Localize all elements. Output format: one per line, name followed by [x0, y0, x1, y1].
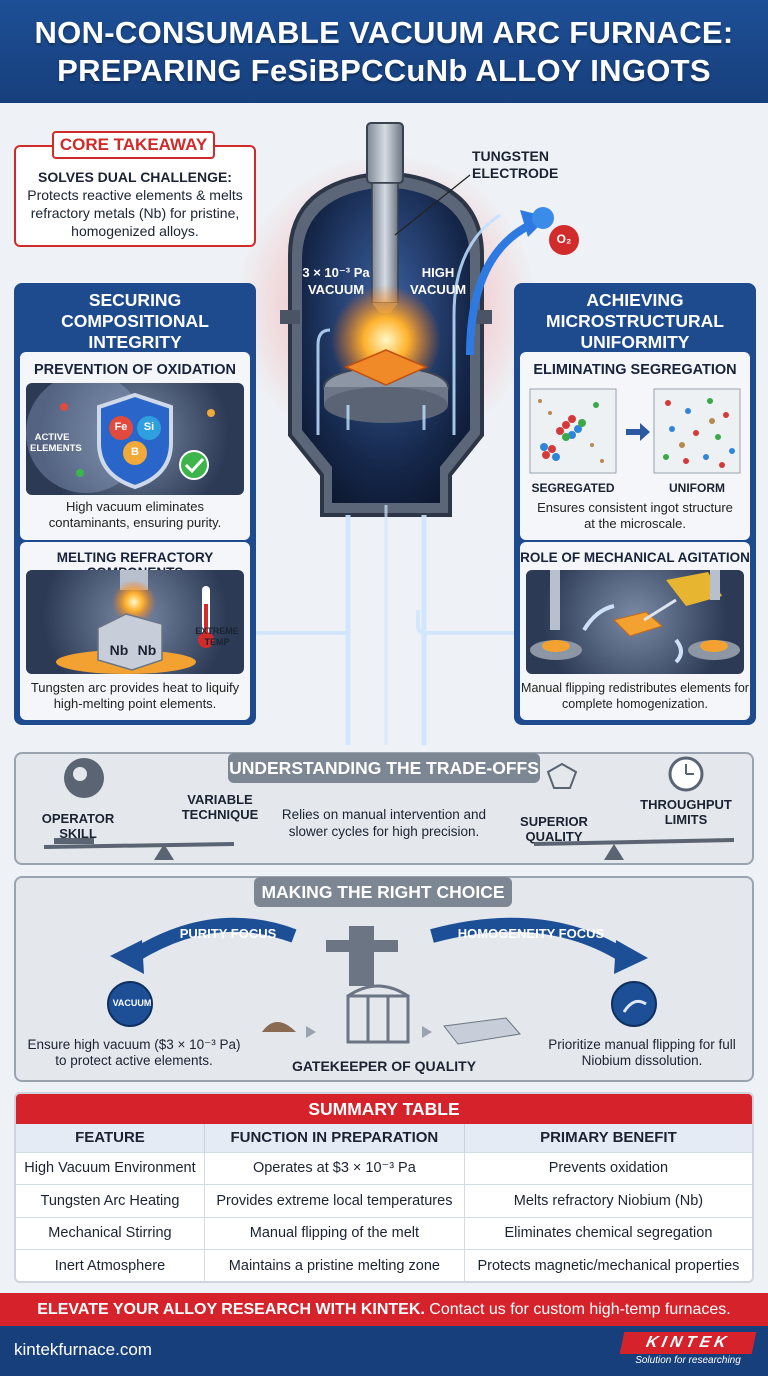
furnace-illustration: [236, 122, 579, 745]
logo-tagline: Solution for researching: [635, 1355, 741, 1366]
logo-wordmark: KINTEK: [619, 1332, 757, 1354]
table-cell: Inert Atmosphere: [16, 1249, 205, 1281]
summary-title: SUMMARY TABLE: [16, 1094, 752, 1124]
b-label: B: [131, 446, 139, 458]
fe-label: Fe: [114, 421, 128, 433]
table-row: High Vacuum Environment Operates at $3 ×…: [16, 1151, 752, 1185]
active-elements-label: ACTIVE ELEMENTS: [30, 432, 82, 454]
segregation-text: Ensures consistent ingot structure at th…: [537, 500, 733, 531]
extreme-line-1: EXTREME: [195, 626, 239, 636]
table-cell: Eliminates chemical segregation: [464, 1216, 752, 1250]
variable-line-2: TECHNIQUE: [181, 807, 259, 822]
electrode-label: TUNGSTEN ELECTRODE: [472, 148, 558, 182]
refractory-text: Tungsten arc provides heat to liquify hi…: [30, 680, 240, 711]
footer: kintekfurnace.com KINTEK Solution for re…: [0, 1326, 768, 1376]
operator-line-1: OPERATOR: [41, 811, 115, 826]
oxidation-illustration: [26, 383, 244, 495]
active-elements-line-2: ELEMENTS: [30, 443, 82, 454]
uniform-label: UNIFORM: [669, 481, 725, 495]
choice-tag: MAKING THE RIGHT CHOICE: [254, 877, 512, 907]
table-cell: Provides extreme local temperatures: [204, 1184, 465, 1217]
homogeneity-focus-label: HOMOGENEITY FOCUS: [457, 926, 605, 941]
cta-bold: ELEVATE YOUR ALLOY RESEARCH WITH KINTEK.: [37, 1301, 425, 1318]
trade-offs-text: Relies on manual intervention and slower…: [281, 807, 487, 839]
si-label: Si: [143, 421, 155, 433]
active-elements-line-1: ACTIVE: [34, 432, 70, 443]
page-title-line-2: PREPARING FeSiBPCCuNb ALLOY INGOTS: [57, 52, 711, 88]
table-cell: Mechanical Stirring: [16, 1216, 205, 1250]
core-takeaway-tag: CORE TAKEAWAY: [52, 131, 215, 159]
operator-skill-label: OPERATOR SKILL: [36, 811, 120, 841]
variable-line-1: VARIABLE: [187, 792, 253, 807]
electrode-label-line-1: TUNGSTEN: [472, 148, 549, 164]
choice-graphics: [107, 917, 657, 1045]
page-header: NON-CONSUMABLE VACUUM ARC FURNACE: PREPA…: [0, 0, 768, 103]
table-header-row: FEATURE FUNCTION IN PREPARATION PRIMARY …: [16, 1124, 752, 1152]
superior-line-1: SUPERIOR: [520, 814, 588, 829]
electrode-label-line-2: ELECTRODE: [472, 165, 559, 181]
summary-grid: FEATURE FUNCTION IN PREPARATION PRIMARY …: [16, 1124, 752, 1281]
core-heading: SOLVES DUAL CHALLENGE:: [38, 169, 232, 185]
throughput-limits-label: THROUGHPUT LIMITS: [636, 797, 736, 827]
segregation-title: ELIMINATING SEGREGATION: [533, 362, 737, 378]
summary-table: SUMMARY TABLE FEATURE FUNCTION IN PREPAR…: [14, 1092, 754, 1283]
pressure-unit-label: VACUUM: [307, 282, 365, 297]
nb-label-1: Nb: [109, 642, 129, 658]
table-cell: Prevents oxidation: [464, 1151, 752, 1185]
extreme-line-2: TEMP: [204, 637, 230, 647]
gatekeeper-label: GATEKEEPER OF QUALITY: [291, 1058, 477, 1074]
table-cell: Operates at $3 × 10⁻³ Pa: [204, 1151, 465, 1185]
superior-line-2: QUALITY: [525, 829, 583, 844]
trade-offs-tag: UNDERSTANDING THE TRADE-OFFS: [228, 753, 540, 783]
left-panel-title: SECURING COMPOSITIONAL INTEGRITY: [61, 290, 209, 352]
page-title-line-1: NON-CONSUMABLE VACUUM ARC FURNACE:: [34, 14, 734, 50]
choice-panel: [14, 876, 754, 1082]
table-cell: Tungsten Arc Heating: [16, 1184, 205, 1217]
throughput-line-1: THROUGHPUT: [640, 797, 732, 812]
operator-line-2: SKILL: [59, 826, 97, 841]
table-row: Tungsten Arc Heating Provides extreme lo…: [16, 1184, 752, 1217]
table-cell: Protects magnetic/mechanical properties: [464, 1249, 752, 1281]
o2-label: O₂: [556, 232, 572, 246]
high-vacuum-line-1: HIGH: [421, 265, 455, 280]
pressure-value: 3 × 10⁻³ Pa: [302, 265, 370, 280]
variable-technique-label: VARIABLE TECHNIQUE: [176, 792, 264, 822]
segregation-illustration: [529, 388, 741, 474]
cta-banner[interactable]: ELEVATE YOUR ALLOY RESEARCH WITH KINTEK.…: [0, 1293, 768, 1326]
agitation-illustration: [526, 570, 744, 674]
refractory-illustration: [26, 570, 244, 674]
website-link[interactable]: kintekfurnace.com: [14, 1340, 152, 1359]
extreme-temp-label: EXTREME TEMP: [192, 626, 242, 648]
nb-label-2: Nb: [137, 642, 157, 658]
purity-focus-label: PURITY FOCUS: [179, 926, 277, 941]
high-vacuum-label: HIGH VACUUM: [406, 264, 470, 298]
high-vacuum-line-2: VACUUM: [409, 282, 467, 297]
right-panel-title: ACHIEVING MICROSTRUCTURAL UNIFORMITY: [546, 290, 724, 352]
agitation-text: Manual flipping redistributes elements f…: [521, 681, 749, 711]
table-row: Mechanical Stirring Manual flipping of t…: [16, 1216, 752, 1250]
throughput-line-2: LIMITS: [664, 812, 708, 827]
column-header: PRIMARY BENEFIT: [464, 1124, 752, 1152]
oxidation-title: PREVENTION OF OXIDATION: [34, 362, 236, 378]
core-text: Protects reactive elements & melts refra…: [27, 187, 243, 239]
superior-quality-label: SUPERIOR QUALITY: [516, 814, 592, 844]
table-row: Inert Atmosphere Maintains a pristine me…: [16, 1249, 752, 1281]
table-cell: Melts refractory Niobium (Nb): [464, 1184, 752, 1217]
homogeneity-text: Prioritize manual flipping for full Niob…: [548, 1037, 736, 1068]
core-takeaway-body: SOLVES DUAL CHALLENGE: Protects reactive…: [22, 168, 248, 240]
segregated-label: SEGREGATED: [531, 481, 615, 495]
trade-offs-graphics: [43, 756, 735, 860]
table-cell: Manual flipping of the melt: [204, 1216, 465, 1250]
cta-rest: Contact us for custom high-temp furnaces…: [424, 1301, 731, 1318]
kintek-logo[interactable]: KINTEK Solution for researching: [619, 1332, 757, 1370]
table-cell: High Vacuum Environment: [16, 1151, 205, 1185]
vacuum-badge-label: VACUUM: [112, 998, 152, 1008]
oxidation-text: High vacuum eliminates contaminants, ens…: [48, 499, 222, 530]
agitation-title: ROLE OF MECHANICAL AGITATION: [520, 550, 750, 565]
column-header: FEATURE: [16, 1124, 205, 1152]
pressure-label: 3 × 10⁻³ Pa VACUUM: [300, 264, 372, 298]
table-cell: Maintains a pristine melting zone: [204, 1249, 465, 1281]
column-header: FUNCTION IN PREPARATION: [204, 1124, 465, 1152]
purity-text: Ensure high vacuum ($3 × 10⁻³ Pa) to pro…: [27, 1037, 241, 1068]
